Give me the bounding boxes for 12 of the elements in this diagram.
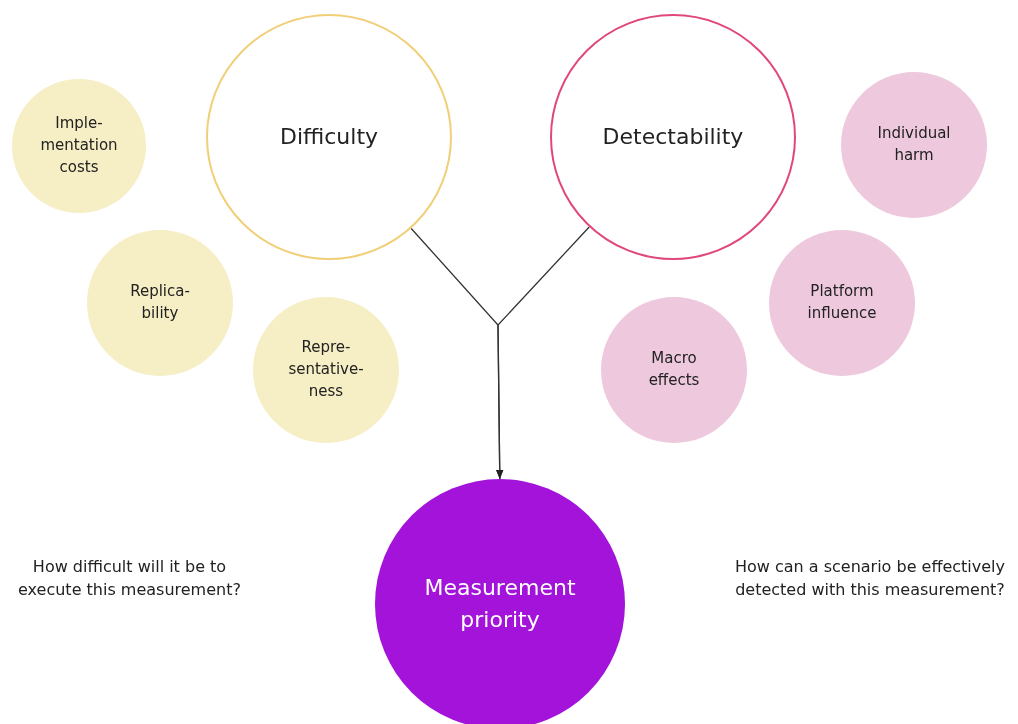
node-label: Individual harm <box>876 123 952 166</box>
node-label: Imple- mentation costs <box>39 113 119 178</box>
question-text: How difficult will it be to execute this measurement? <box>17 556 242 602</box>
node-label: Measurement priority <box>423 574 577 634</box>
node-label: Repre- sentative- ness <box>287 337 365 402</box>
node-label: Platform influence <box>806 281 878 324</box>
node-label: Macro effects <box>647 348 701 391</box>
question-text: How can a scenario be effectively detected with this measurement? <box>733 556 1007 602</box>
arrow <box>496 226 590 480</box>
node-label: Difficulty <box>278 123 380 152</box>
node-label: Replica- bility <box>129 281 191 324</box>
node-label: Detectability <box>601 123 745 152</box>
